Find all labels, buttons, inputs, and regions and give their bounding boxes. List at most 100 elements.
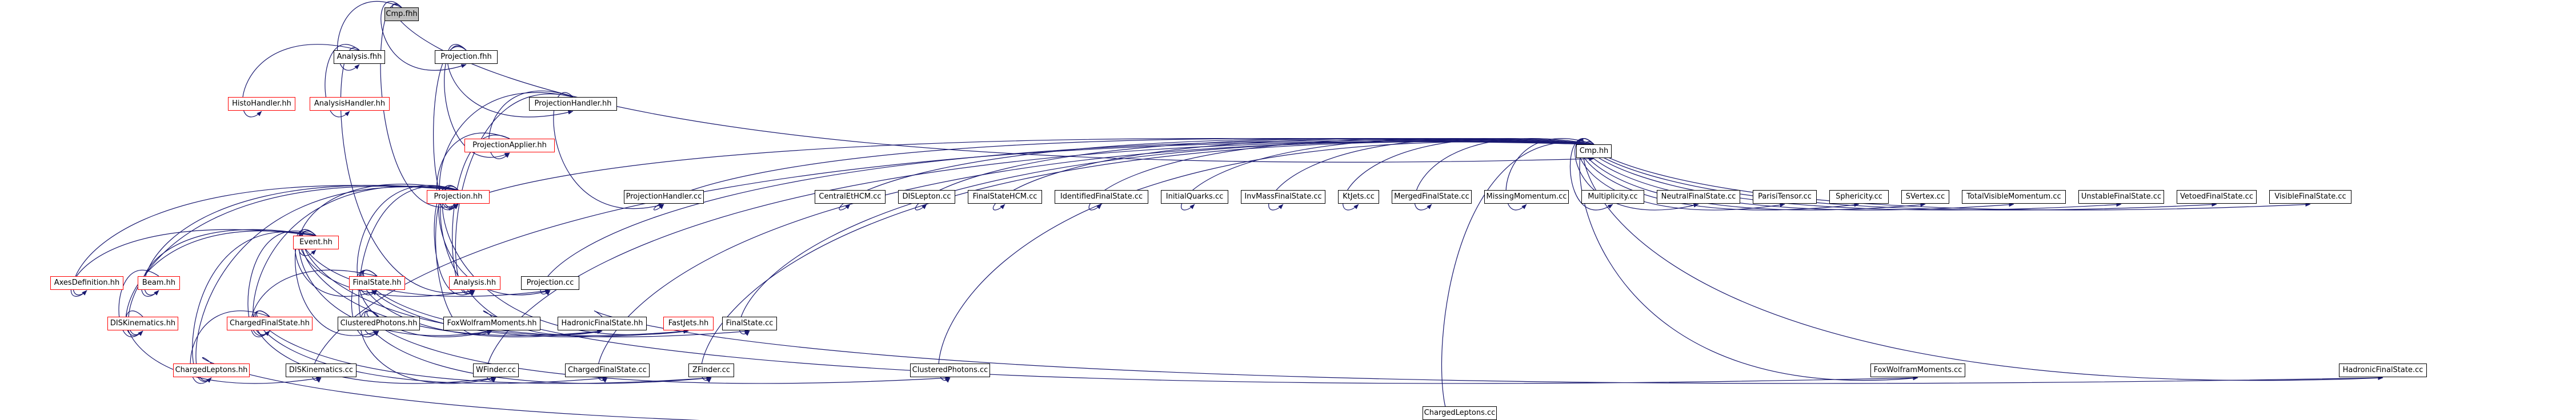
edge-cmp-hh-to-clusteredphotons-cc <box>938 141 1595 383</box>
node-analysishandler-hh[interactable]: AnalysisHandler.hh <box>310 97 390 111</box>
edge-projection-hh-to-chargedfinalstate-hh <box>253 185 459 336</box>
edge-analysis-fhh-to-analysis-hh <box>340 47 475 294</box>
node-hadronicfinalstate-hh[interactable]: HadronicFinalState.hh <box>558 317 647 330</box>
edge-event-hh-to-fastjets-hh <box>302 231 689 336</box>
edge-diskinematics-hh-to-diskinematics-cc <box>125 310 322 384</box>
node-chargedfinalstate-hh[interactable]: ChargedFinalState.hh <box>227 317 313 330</box>
edge-beam-hh-to-diskinematics-hh <box>118 269 159 337</box>
edge-finalstate-hh-to-chargedfinalstate-hh <box>250 269 378 337</box>
node-fastjets-hh[interactable]: FastJets.hh <box>663 317 714 330</box>
edge-cmp-hh-to-projection-hh <box>448 138 1595 211</box>
node-chargedfinalstate-cc[interactable]: ChargedFinalState.cc <box>565 364 650 377</box>
edge-event-hh-to-beam-hh <box>141 229 317 297</box>
node-vetoedfinalstate-cc[interactable]: VetoedFinalState.cc <box>2177 190 2257 204</box>
node-neutralfinalstate-cc[interactable]: NeutralFinalState.cc <box>1657 190 1740 204</box>
edge-cmp-hh-to-chargedfinalstate-cc <box>597 141 1595 383</box>
edge-chargedfinalstate-hh-to-zfinder-cc <box>256 310 712 384</box>
node-projectionapplier-hh[interactable]: ProjectionApplier.hh <box>464 139 555 152</box>
node-projectionhandler-cc[interactable]: ProjectionHandler.cc <box>624 190 704 204</box>
node-axesdefinition-hh[interactable]: AxesDefinition.hh <box>50 276 123 290</box>
node-multiplicity-cc[interactable]: Multiplicity.cc <box>1581 190 1644 204</box>
edge-chargedleptons-hh-to-chargedleptons-cc <box>202 357 1460 420</box>
edge-projection-hh-to-fastjets-hh <box>442 185 689 335</box>
node-diskinematics-hh[interactable]: DISKinematics.hh <box>107 317 178 330</box>
edge-clusteredphotons-hh-to-clusteredphotons-cc <box>366 310 951 384</box>
edge-projection-hh-to-axesdefinition-hh <box>73 185 459 296</box>
node-chargedleptons-cc[interactable]: ChargedLeptons.cc <box>1423 406 1497 420</box>
node-beam-hh[interactable]: Beam.hh <box>138 276 180 290</box>
node-unstablefinalstate-cc[interactable]: UnstableFinalState.cc <box>2078 190 2164 204</box>
node-missingmomentum-cc[interactable]: MissingMomentum.cc <box>1484 190 1569 204</box>
node-zfinder-cc[interactable]: ZFinder.cc <box>688 364 734 377</box>
node-ktjets-cc[interactable]: KtJets.cc <box>1338 190 1379 204</box>
edge-event-hh-to-axesdefinition-hh <box>70 229 317 297</box>
edge-cmp-hh-to-mergedfinalstate-cc <box>1414 138 1595 211</box>
node-projection-cc[interactable]: Projection.cc <box>521 276 579 290</box>
edge-projection-fhh-to-projectionhandler-hh <box>447 44 574 118</box>
node-finalstate-cc[interactable]: FinalState.cc <box>722 317 777 330</box>
node-dislepton-cc[interactable]: DISLepton.cc <box>898 190 955 204</box>
node-clusteredphotons-cc[interactable]: ClusteredPhotons.cc <box>910 364 990 377</box>
node-mergedfinalstate-cc[interactable]: MergedFinalState.cc <box>1392 190 1472 204</box>
edge-cmp-hh-to-wfinder-cc <box>486 141 1595 383</box>
edge-cmp-hh-to-zfinder-cc <box>700 141 1595 383</box>
edge-cmp-hh-to-diskinematics-cc <box>311 141 1595 383</box>
node-invmassfinalstate-cc[interactable]: InvMassFinalState.cc <box>1241 190 1325 204</box>
node-svertex-cc[interactable]: SVertex.cc <box>1901 190 1949 204</box>
edge-chargedfinalstate-hh-to-chargedleptons-hh <box>190 310 270 384</box>
edge-cmp-hh-to-hadronicfinalstate-cc <box>1583 141 2383 381</box>
edge-event-hh-to-projection-cc <box>300 229 551 297</box>
node-identifiedfinalstate-cc[interactable]: IdentifiedFinalState.cc <box>1055 190 1148 204</box>
edge-cmp-hh-to-foxwolframmoments-cc <box>1579 141 1918 381</box>
edge-projectionapplier-hh-to-analysis-hh <box>452 135 510 296</box>
node-analysis-fhh[interactable]: Analysis.fhh <box>334 50 385 64</box>
node-histohandler-hh[interactable]: HistoHandler.hh <box>228 97 295 111</box>
edge-cmp-fhh-to-projection-fhh <box>380 1 467 71</box>
edge-finalstate-hh-to-finalstate-cc <box>363 269 750 337</box>
node-hadronicfinalstate-cc[interactable]: HadronicFinalState.cc <box>2339 364 2427 377</box>
node-foxwolframmoments-hh[interactable]: FoxWolframMoments.hh <box>443 317 540 330</box>
node-projection-hh[interactable]: Projection.hh <box>427 190 490 204</box>
edge-cmp-hh-to-finalstatehcm-cc <box>992 138 1595 211</box>
node-cmp-fhh: Cmp.fhh <box>384 7 419 21</box>
edge-event-hh-to-chargedleptons-hh <box>192 231 317 383</box>
node-diskinematics-cc[interactable]: DISKinematics.cc <box>286 364 356 377</box>
edge-projection-fhh-to-projection-hh <box>433 46 467 209</box>
node-visiblefinalstate-cc[interactable]: VisibleFinalState.cc <box>2269 190 2351 204</box>
node-chargedleptons-hh[interactable]: ChargedLeptons.hh <box>173 364 250 377</box>
node-totalvisiblemomentum-cc[interactable]: TotalVisibleMomentum.cc <box>1962 190 2066 204</box>
node-finalstate-hh[interactable]: FinalState.hh <box>349 276 405 290</box>
edge-projection-hh-to-beam-hh <box>143 185 459 296</box>
node-finalstatehcm-cc[interactable]: FinalStateHCM.cc <box>968 190 1042 204</box>
edge-projection-fhh-to-projectionapplier-hh <box>444 45 510 158</box>
edge-cmp-hh-to-chargedleptons-cc <box>1441 142 1595 420</box>
node-wfinder-cc[interactable]: WFinder.cc <box>473 364 519 377</box>
node-sphericity-cc[interactable]: Sphericity.cc <box>1829 190 1889 204</box>
edge-cmp-fhh-to-analysis-fhh <box>336 1 402 71</box>
edge-analysis-fhh-to-analysishandler-hh <box>324 44 360 118</box>
edge-projectionhandler-hh-to-projectionapplier-hh <box>488 90 574 159</box>
edge-cmp-hh-to-identifiedfinalstate-cc <box>1088 138 1595 211</box>
edge-cmp-hh-to-projectionhandler-cc <box>653 138 1595 211</box>
edge-analysis-fhh-to-histohandler-hh <box>242 44 360 118</box>
node-analysis-hh[interactable]: Analysis.hh <box>449 276 500 290</box>
node-cmp-hh[interactable]: Cmp.hh <box>1576 144 1612 158</box>
edge-cmp-hh-to-missingmomentum-cc <box>1505 138 1595 211</box>
node-projectionhandler-hh[interactable]: ProjectionHandler.hh <box>529 97 617 111</box>
node-clusteredphotons-hh[interactable]: ClusteredPhotons.hh <box>338 317 420 330</box>
edge-cmp-hh-to-initialquarks-cc <box>1180 138 1595 211</box>
node-projection-fhh[interactable]: Projection.fhh <box>435 50 498 64</box>
edge-projectionhandler-hh-to-projectionhandler-cc <box>553 92 664 209</box>
node-foxwolframmoments-cc[interactable]: FoxWolframMoments.cc <box>1870 364 1965 377</box>
edge-cmp-hh-to-centralethcm-cc <box>839 138 1595 211</box>
node-centralethcm-cc[interactable]: CentralEtHCM.cc <box>815 190 886 204</box>
edge-projection-hh-to-clusteredphotons-hh <box>358 185 459 336</box>
node-event-hh[interactable]: Event.hh <box>293 236 339 249</box>
edge-projection-hh-to-diskinematics-hh <box>128 185 459 336</box>
node-pariotensor-cc[interactable]: ParisiTensor.cc <box>1753 190 1817 204</box>
edge-foxwolframmoments-hh-to-foxwolframmoments-cc <box>483 310 1918 384</box>
edge-cmp-hh-to-projection-cc <box>540 140 1595 296</box>
node-initialquarks-cc[interactable]: InitialQuarks.cc <box>1161 190 1228 204</box>
edge-cmp-hh-to-ktjets-cc <box>1343 138 1595 211</box>
